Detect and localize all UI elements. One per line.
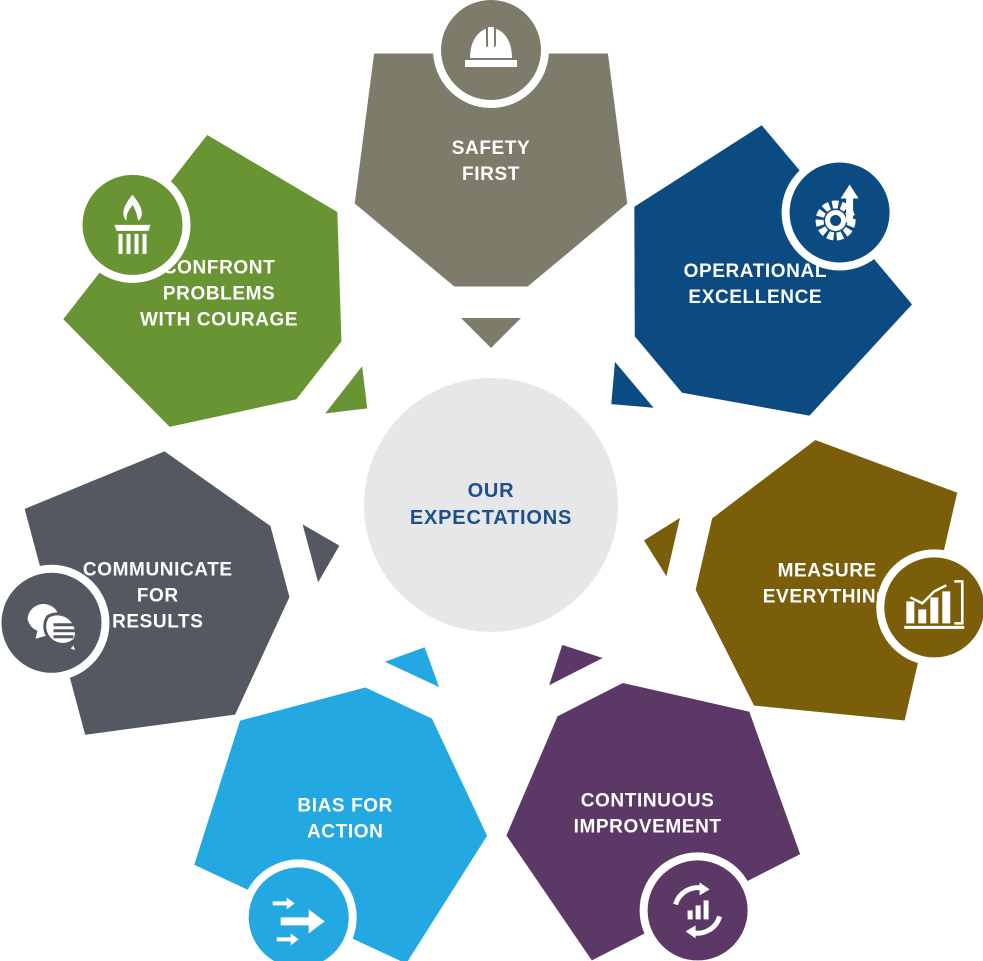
petal-measure-everything: MEASURE EVERYTHING: [643, 432, 983, 728]
label-communicate-for-results-line-3: RESULTS: [112, 611, 203, 632]
petal-communicate-for-results: COMMUNICATE FOR RESULTS: [0, 443, 340, 743]
pointer-triangle-bias-for-action: [384, 647, 440, 688]
label-communicate-for-results-line-2: FOR: [137, 585, 179, 606]
label-confront-problems-with-courage-line-2: PROBLEMS: [163, 284, 275, 305]
petal-shape-operational-excellence: [627, 117, 921, 423]
label-bias-for-action-line-1: BIAS FOR: [297, 796, 393, 817]
bar-chart-icon: [876, 549, 983, 666]
hard-hat-icon: [433, 0, 549, 108]
label-confront-problems-with-courage-line-1: CONFRONT: [163, 258, 275, 279]
pointer-triangle-communicate-for-results: [302, 524, 340, 583]
cycle-chart-icon: [639, 852, 756, 961]
center-label-line-1: OUR: [468, 480, 515, 502]
label-safety-first-line-1: SAFETY: [452, 138, 531, 159]
chat-bubbles-icon: [0, 564, 110, 681]
label-measure-everything-line-1: MEASURE: [778, 561, 877, 582]
petal-bias-for-action: BIAS FOR ACTION: [186, 647, 495, 961]
petal-operational-excellence: OPERATIONAL EXCELLENCE: [611, 117, 921, 423]
label-continuous-improvement-line-1: CONTINUOUS: [581, 790, 715, 811]
center-hub: OUR EXPECTATIONS: [364, 378, 618, 632]
arrows-icon: [240, 859, 357, 961]
label-communicate-for-results-line-1: COMMUNICATE: [83, 559, 233, 580]
pointer-triangle-continuous-improvement: [549, 644, 603, 686]
label-continuous-improvement-line-2: IMPROVEMENT: [574, 816, 722, 837]
petal-shape-safety-first: [347, 46, 635, 294]
petal-shape-confront-problems-with-courage: [55, 126, 349, 435]
torch-icon: [74, 166, 191, 283]
petal-continuous-improvement: CONTINUOUS IMPROVEMENT: [498, 644, 808, 961]
petal-shape-measure-everything: [688, 432, 965, 728]
label-operational-excellence-line-1: OPERATIONAL: [684, 261, 827, 282]
label-confront-problems-with-courage-line-3: WITH COURAGE: [140, 310, 298, 331]
gear-arrow-icon: [781, 154, 898, 271]
label-operational-excellence-line-2: EXCELLENCE: [688, 287, 822, 308]
petal-safety-first: SAFETY FIRST: [347, 0, 635, 348]
center-circle: [364, 378, 618, 632]
pointer-triangle-measure-everything: [643, 517, 680, 577]
pointer-triangle-confront-problems-with-courage: [325, 366, 368, 414]
pointer-triangle-safety-first: [461, 318, 521, 348]
pointer-triangle-operational-excellence: [611, 361, 654, 408]
petal-confront-problems-with-courage: CONFRONT PROBLEMS WITH COURAGE: [55, 126, 368, 435]
label-bias-for-action-line-2: ACTION: [307, 822, 383, 843]
center-label-line-2: EXPECTATIONS: [410, 507, 572, 529]
label-safety-first-line-2: FIRST: [462, 164, 520, 185]
label-measure-everything-line-2: EVERYTHING: [763, 587, 892, 608]
